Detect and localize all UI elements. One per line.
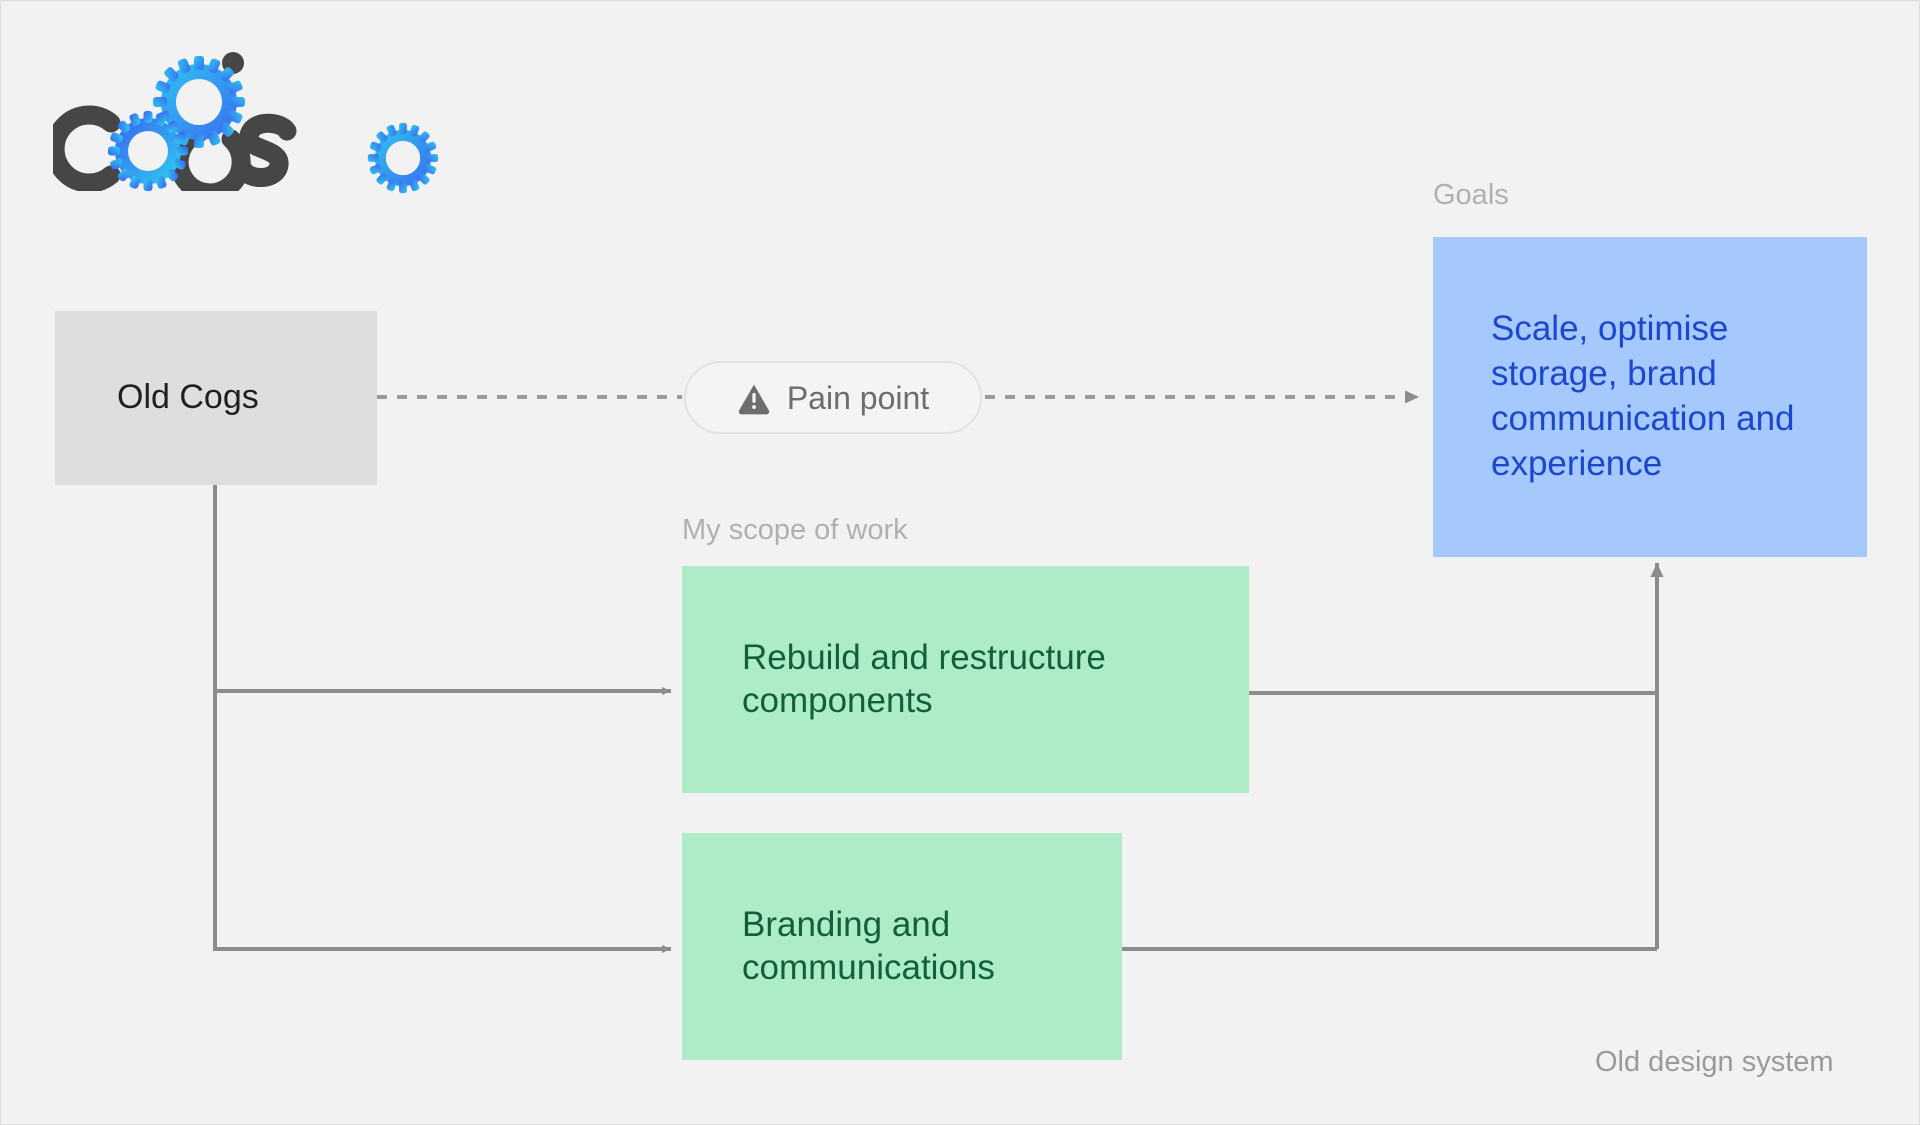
logo-gear-upper <box>153 56 245 148</box>
cogs-logo <box>53 52 297 191</box>
node-goals-label: Scale, optimise storage, brand communica… <box>1491 309 1795 483</box>
pain-point-pill[interactable]: Pain point <box>684 361 982 434</box>
logo-letter-s <box>233 113 297 187</box>
pain-point-label: Pain point <box>786 379 930 416</box>
logo-gear-lower <box>108 111 188 191</box>
node-old-cogs-label: Old Cogs <box>117 378 259 417</box>
node-branding-and-communications[interactable]: Branding and communications <box>682 833 1122 1060</box>
warning-triangle-icon <box>738 384 769 414</box>
gear-icon <box>367 122 439 194</box>
node-branding-label: Branding and communications <box>742 904 995 987</box>
caption-my-scope-of-work: My scope of work <box>682 514 908 546</box>
caption-goals: Goals <box>1433 179 1509 211</box>
node-goals[interactable]: Scale, optimise storage, brand communica… <box>1433 237 1867 557</box>
caption-old-design-system: Old design system <box>1595 1046 1834 1078</box>
node-rebuild-label: Rebuild and restructure components <box>742 637 1106 720</box>
node-old-cogs[interactable]: Old Cogs <box>55 311 377 485</box>
logo-letter-c <box>53 105 121 191</box>
node-rebuild-and-restructure-components[interactable]: Rebuild and restructure components <box>682 566 1249 793</box>
